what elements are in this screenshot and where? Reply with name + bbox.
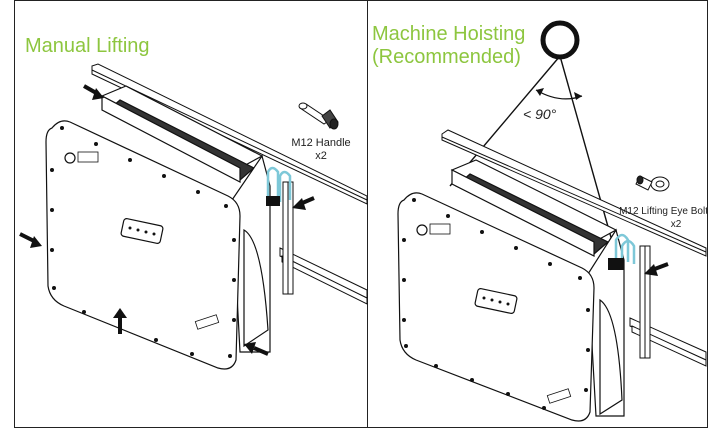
left-lower-rail [279, 247, 368, 305]
right-arrows [644, 262, 669, 276]
right-mount-bracket [639, 245, 651, 359]
left-handles [266, 166, 292, 202]
left-part-label-line1: M12 Handle [291, 137, 351, 149]
left-handle-block [266, 196, 280, 206]
left-mount-bracket [282, 181, 294, 295]
eye-bolt-icon [635, 175, 670, 192]
right-panel-title-line2: (Recommended) [372, 46, 521, 68]
left-arrows [19, 84, 315, 356]
right-bolt-block [608, 258, 624, 270]
left-part-label: M12 Handle x2 [276, 137, 366, 163]
left-part-label-line2: x2 [315, 150, 327, 162]
handle-icon [298, 102, 339, 130]
right-panel-title: Machine Hoisting (Recommended) [372, 23, 525, 69]
right-eye-bolts [614, 233, 636, 266]
right-part-label-line1: M12 Lifting Eye Bolt [619, 206, 708, 217]
right-inverter [397, 159, 625, 422]
right-panel-title-line1: Machine Hoisting [372, 23, 526, 45]
left-panel-title: Manual Lifting [25, 35, 150, 57]
left-inverter [45, 85, 271, 370]
right-upper-rail [441, 129, 707, 257]
hoist-ring [540, 20, 580, 60]
right-part-label: M12 Lifting Eye Bolt x2 [604, 205, 708, 231]
right-part-label-line2: x2 [670, 219, 682, 230]
right-panel-drawing [397, 20, 707, 422]
angle-label: < 90° [523, 106, 557, 122]
left-panel-drawing [19, 63, 368, 370]
